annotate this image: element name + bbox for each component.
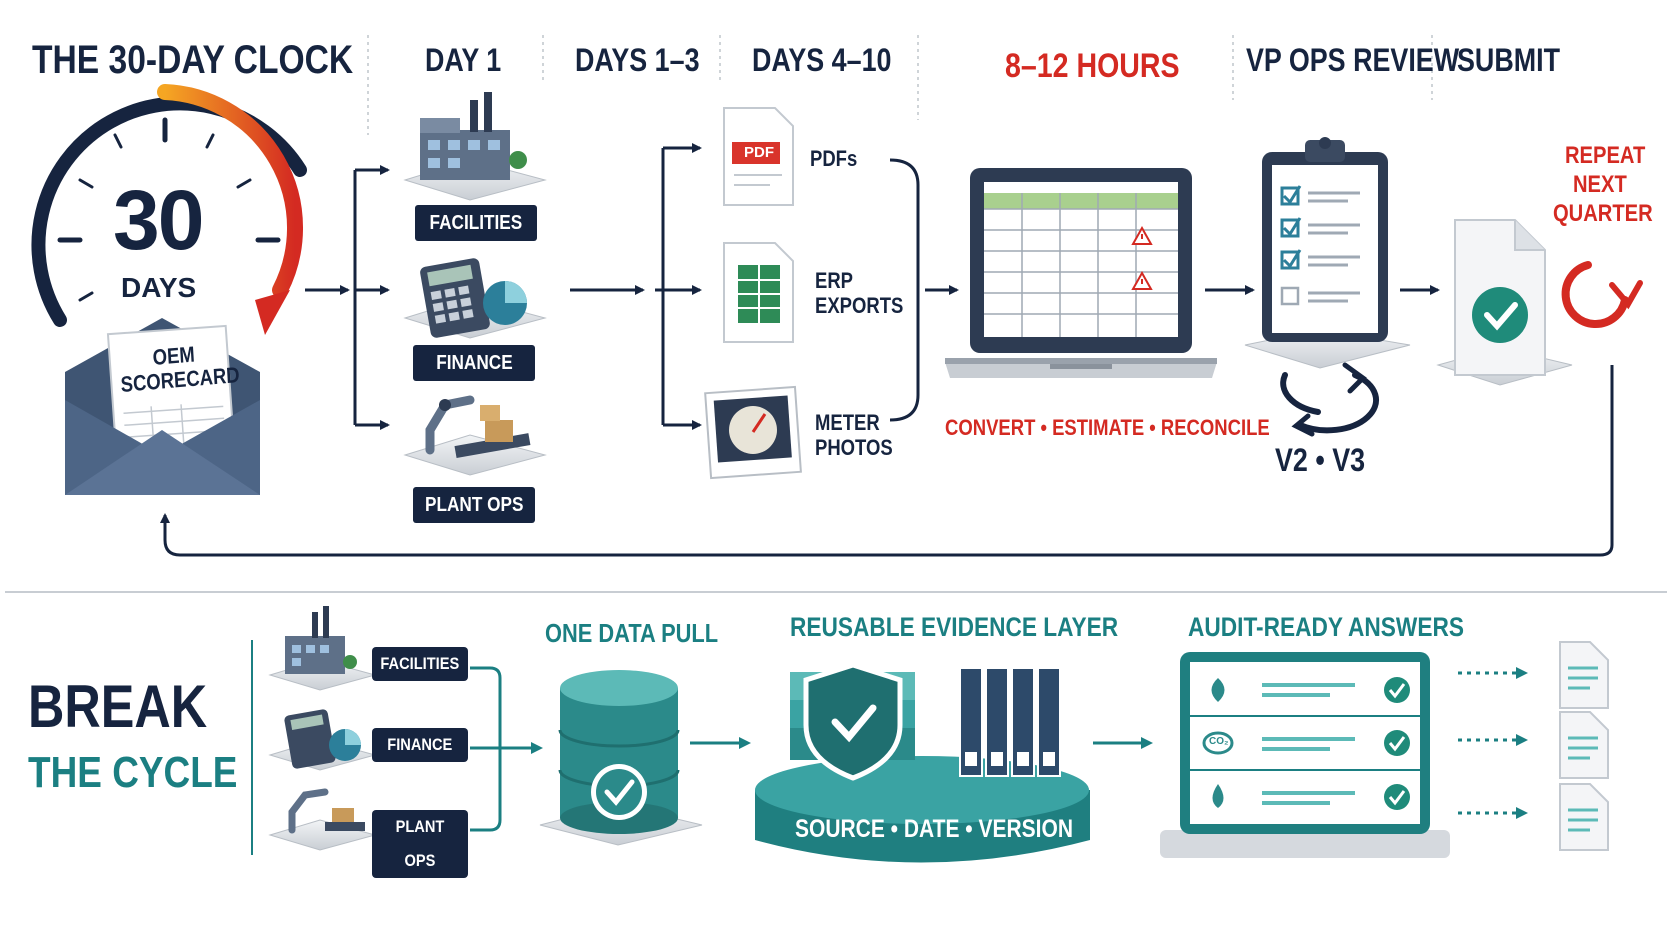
source-label-erp: ERP [815,268,854,293]
stage-separators [367,35,1433,135]
output-document-icon [1559,711,1609,779]
co2-label: CO₂ [1209,736,1229,747]
output-document-icon [1559,641,1609,709]
stage-submit: SUBMIT [1457,42,1561,78]
step-audit-answers: AUDIT-READY ANSWERS [1188,612,1464,642]
clock-title: THE 30-DAY CLOCK [32,38,354,82]
calculator-icon [403,258,547,339]
step-one-data-pull: ONE DATA PULL [545,618,719,648]
stage-days4-10: DAYS 4–10 [752,42,892,78]
clock-icon [31,84,307,335]
clock-number: 30 [113,173,204,267]
warning-icon [1131,270,1153,290]
evidence-layer-icon [755,662,1090,863]
database-check-icon [539,670,703,846]
break-title: BREAK [28,673,208,740]
robot-arm-icon [403,395,547,476]
stage-hours: 8–12 HOURS [1005,47,1180,85]
dept-badge-finance: FINANCE [413,345,535,381]
pdf-file-icon [723,107,794,206]
step-evidence-layer: REUSABLE EVIDENCE LAYER [790,612,1119,642]
leaf-icon [1211,678,1225,702]
repeat-icon [1561,261,1643,329]
dept-badge-finance-small: FINANCE [372,728,468,762]
revision-cycle-icon [1280,362,1380,437]
pdf-icon-label: PDF [744,144,774,161]
dept-badge-facilities-small: FACILITIES [372,647,468,681]
dept-badge-plant-ops-small: PLANT OPS [372,810,468,878]
robot-arm-icon [268,788,377,851]
laptop-spreadsheet-icon [945,168,1217,378]
check-icon [1384,784,1410,810]
source-label-exports: EXPORTS [815,293,904,318]
stage-vp-review: VP OPS REVIEW [1246,42,1460,78]
checklist-clipboard-icon [1244,137,1411,369]
stage-day1: DAY 1 [425,42,502,78]
check-icon [1384,677,1410,703]
laptop-caption: CONVERT • ESTIMATE • RECONCILE [945,415,1270,440]
spreadsheet-file-icon [723,242,794,343]
repeat-line-2: NEXT [1573,171,1627,198]
water-drop-icon [1212,784,1224,808]
output-document-icon [1559,783,1609,851]
repeat-line-1: REPEAT [1565,142,1646,169]
meter-photo-icon [704,385,802,480]
evidence-band-label: SOURCE • DATE • VERSION [795,815,1074,843]
co2-cloud-icon [1202,731,1234,755]
versions-label: V2 • V3 [1275,442,1366,478]
dept-badge-facilities: FACILITIES [415,205,537,241]
audit-answers-panel [1160,652,1450,858]
source-label-photos: PHOTOS [815,435,893,460]
merge-bracket [889,158,920,422]
cycle-title: THE CYCLE [28,748,238,797]
submitted-document-icon [1436,219,1573,386]
warning-icon [1131,225,1153,245]
source-label-meter: METER [815,410,880,435]
calculator-icon [268,709,377,771]
loop-back-arrow [160,365,1614,557]
dept-badge-plant-ops: PLANT OPS [413,487,535,523]
stage-days1-3: DAYS 1–3 [575,42,700,78]
factory-icon [403,92,547,201]
factory-icon [268,606,377,691]
check-icon [1384,730,1410,756]
scorecard-envelope-icon [65,318,260,495]
clock-unit: DAYS [121,272,197,303]
source-label-pdfs: PDFs [810,146,858,171]
repeat-line-3: QUARTER [1553,200,1653,227]
